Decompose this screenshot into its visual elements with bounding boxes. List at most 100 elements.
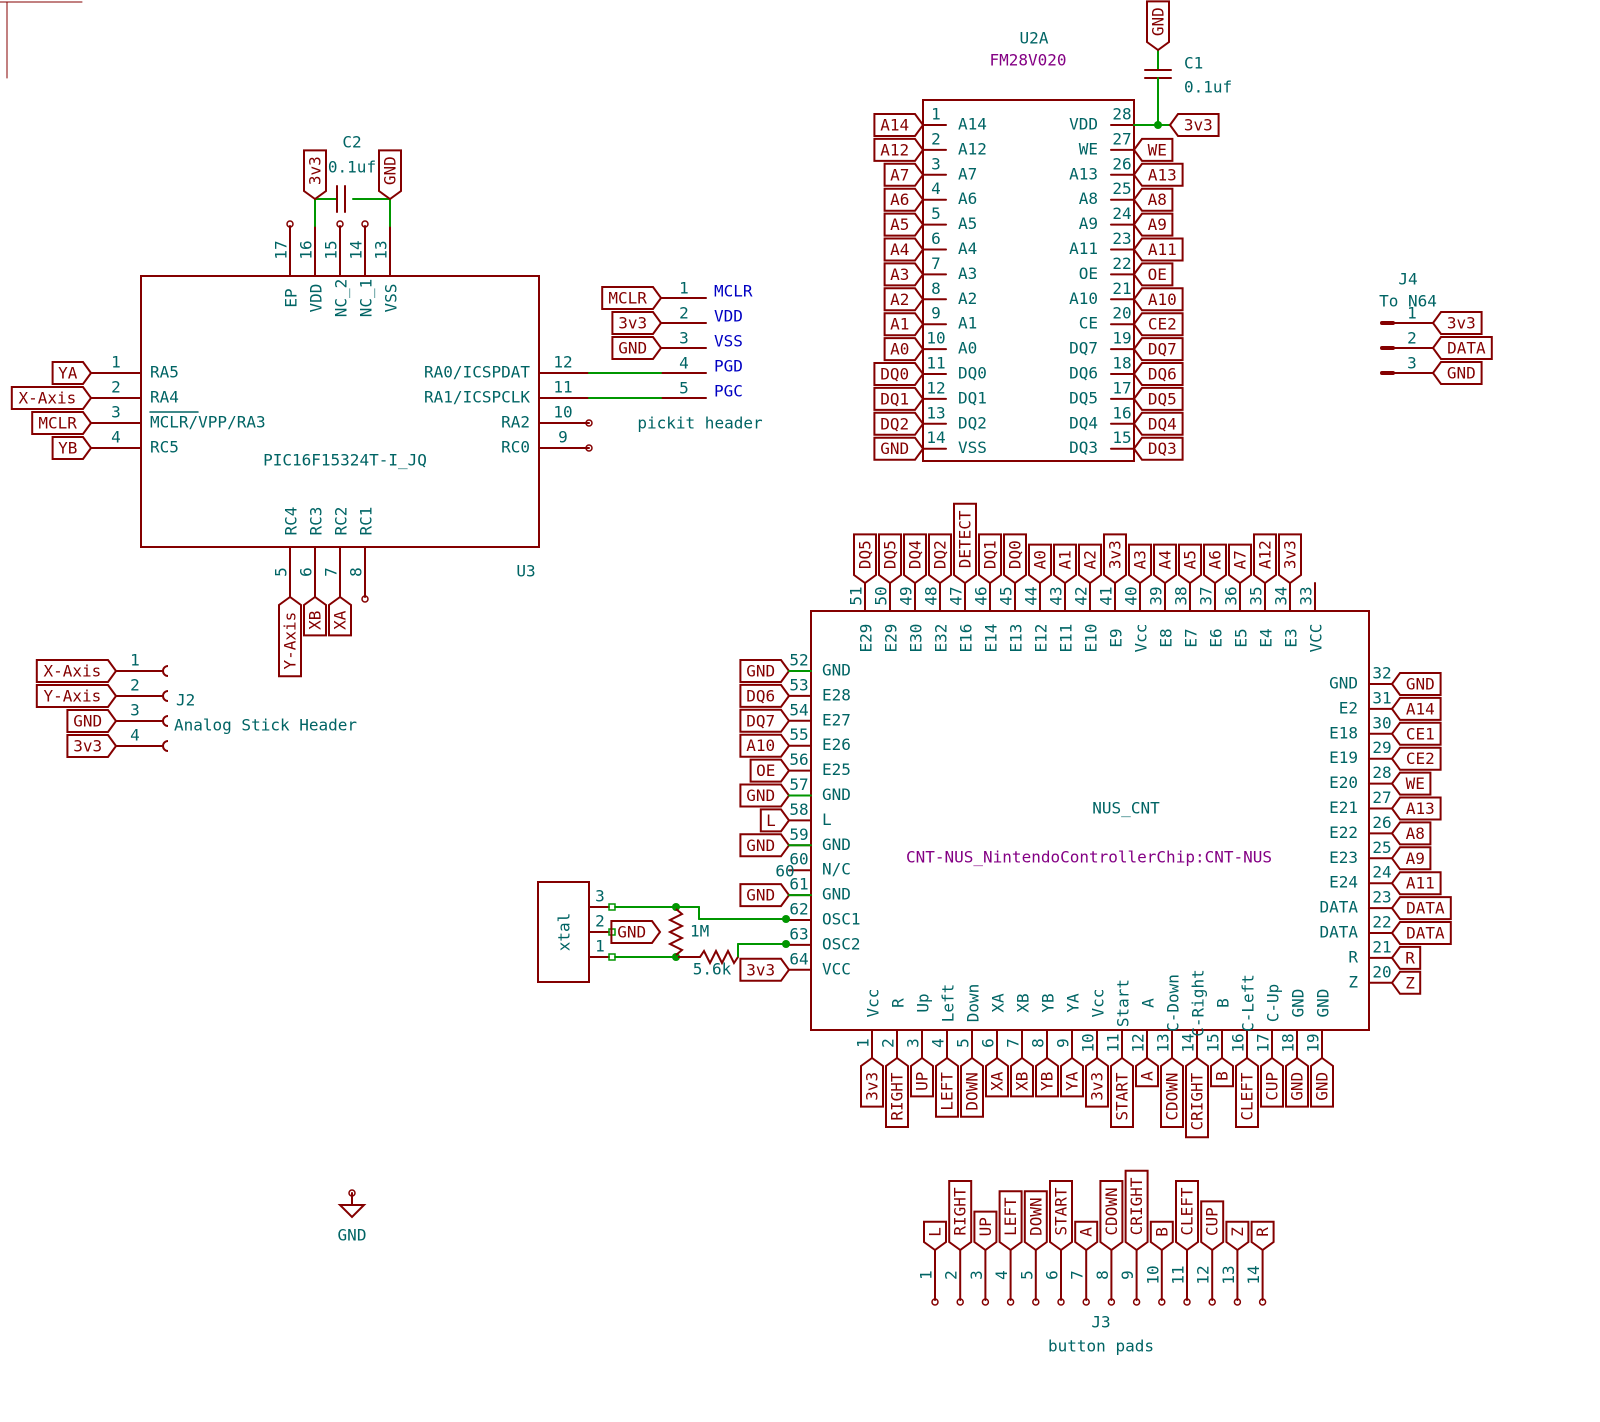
- net-label-text: DQ0: [1006, 540, 1025, 569]
- u2a-fm28v020: 1A14A142A12A123A7A74A6A65A5A56A4A47A3A38…: [873, 29, 1220, 462]
- pin-number: 9: [1118, 1270, 1137, 1280]
- net-label: CRIGHT: [1185, 1056, 1209, 1139]
- net-label: A9: [1390, 846, 1432, 871]
- net-label-text: OE: [1148, 265, 1167, 284]
- net-label: L: [759, 808, 791, 833]
- net-label: YA: [1060, 1056, 1084, 1098]
- net-label: B: [1149, 1220, 1174, 1252]
- pin-name: B: [1214, 998, 1233, 1008]
- net-label: WE: [1390, 771, 1432, 796]
- pin-name: GND: [822, 785, 851, 804]
- pin-name: A7: [958, 164, 977, 183]
- net-label-text: Y-Axis: [44, 687, 102, 706]
- net-label: DQ5: [878, 533, 902, 585]
- net-label: DQ5: [853, 533, 877, 585]
- net-label-text: 3v3: [1088, 1072, 1107, 1101]
- net-label-text: A12: [1256, 540, 1275, 569]
- net-label-text: LEFT: [1001, 1197, 1020, 1236]
- net-label-text: DQ7: [746, 711, 775, 730]
- pin-name: RC2: [332, 507, 351, 536]
- net-label: OE: [749, 758, 791, 783]
- pin-number: 50: [872, 586, 891, 605]
- pin-name: A11: [1069, 239, 1098, 258]
- net-label: A13: [1390, 796, 1442, 821]
- c1-ref: C1: [1184, 54, 1203, 73]
- net-label: 3v3: [860, 1056, 884, 1108]
- pin-number: 32: [1372, 664, 1391, 683]
- pin-name: E29: [857, 624, 876, 653]
- net-label: A2: [883, 287, 925, 312]
- net-label-text: OE: [756, 761, 775, 780]
- pin-number: 8: [931, 279, 941, 298]
- pin-number: 22: [1372, 913, 1391, 932]
- net-label: L: [923, 1220, 947, 1252]
- pin-number: 5: [931, 204, 941, 223]
- pin-number: 1: [917, 1270, 936, 1280]
- pin-number: 20: [1372, 962, 1391, 981]
- net-label: 3v3: [739, 957, 791, 982]
- pin-number: 11: [926, 354, 945, 373]
- pin-name: DATA: [1319, 923, 1358, 942]
- pin-name: GND: [1289, 989, 1308, 1018]
- net-label-text: YA: [1063, 1071, 1082, 1091]
- net-label: R: [1250, 1220, 1275, 1252]
- net-label-text: DATA: [1406, 899, 1445, 918]
- net-label-text: A9: [1406, 849, 1425, 868]
- net-label-text: CE1: [1406, 724, 1435, 743]
- net-label: CE2: [1390, 746, 1442, 771]
- pin-name: RA5: [150, 363, 179, 382]
- pin-number: 18: [1112, 354, 1131, 373]
- pin-name: E3: [1282, 628, 1301, 647]
- net-label: OE: [1132, 262, 1174, 287]
- pin-name: Start: [1114, 979, 1133, 1027]
- net-label-text: GND: [746, 662, 775, 681]
- u2a-ref: U2A: [1020, 29, 1049, 48]
- pin-number: 13: [926, 403, 945, 422]
- pin-number: 1: [130, 651, 140, 670]
- pin-number: 3: [111, 403, 121, 422]
- pin-name: N/C: [822, 860, 851, 879]
- pin-name: A10: [1069, 289, 1098, 308]
- pin-number: 8: [1029, 1038, 1048, 1048]
- pin-name: GND: [822, 885, 851, 904]
- pin-number: 12: [1194, 1265, 1213, 1284]
- net-label: RIGHT: [948, 1180, 973, 1252]
- pin-number: 41: [1097, 586, 1116, 605]
- pin-name: E4: [1257, 628, 1276, 647]
- net-label-text: DQ0: [880, 365, 909, 384]
- net-label: LEFT: [998, 1190, 1023, 1252]
- pin-number: 40: [1122, 586, 1141, 605]
- pin-name: C-Up: [1264, 984, 1283, 1023]
- net-label: A12: [873, 137, 925, 162]
- pin-number: 2: [595, 912, 605, 931]
- pin-number: 22: [1112, 254, 1131, 273]
- pin-number: 16: [297, 240, 316, 259]
- net-label-text: XB: [306, 611, 325, 630]
- pin-name: E9: [1107, 628, 1126, 647]
- net-label: DATA: [1390, 921, 1452, 945]
- net-label: DQ6: [1132, 362, 1184, 386]
- pin-name: DQ0: [958, 364, 987, 383]
- net-label-text: DOWN: [963, 1072, 982, 1111]
- j3-value: button pads: [1048, 1337, 1154, 1356]
- pin-name: YB: [1039, 993, 1058, 1012]
- pin-name: E28: [822, 685, 851, 704]
- pin-number: 4: [931, 179, 941, 198]
- pin-name: E10: [1082, 624, 1101, 653]
- net-label-text: GND: [381, 156, 400, 185]
- pin-number: 23: [1112, 229, 1131, 248]
- pin-number: 23: [1372, 888, 1391, 907]
- net-label-text: A14: [1406, 699, 1435, 718]
- net-label-text: A1: [1056, 550, 1075, 569]
- net-label-text: 3v3: [1106, 540, 1125, 569]
- net-label-text: GND: [880, 439, 909, 458]
- net-label: A14: [1390, 696, 1442, 721]
- net-label-text: 3v3: [1447, 314, 1476, 333]
- pin-name: RC3: [307, 507, 326, 536]
- net-label: CE1: [1390, 721, 1442, 746]
- j2-value: Analog Stick Header: [174, 716, 357, 735]
- pin-name: E8: [1157, 628, 1176, 647]
- pin-number: 25: [1112, 179, 1131, 198]
- pin-number: 28: [1112, 105, 1131, 124]
- net-label: LEFT: [935, 1056, 959, 1118]
